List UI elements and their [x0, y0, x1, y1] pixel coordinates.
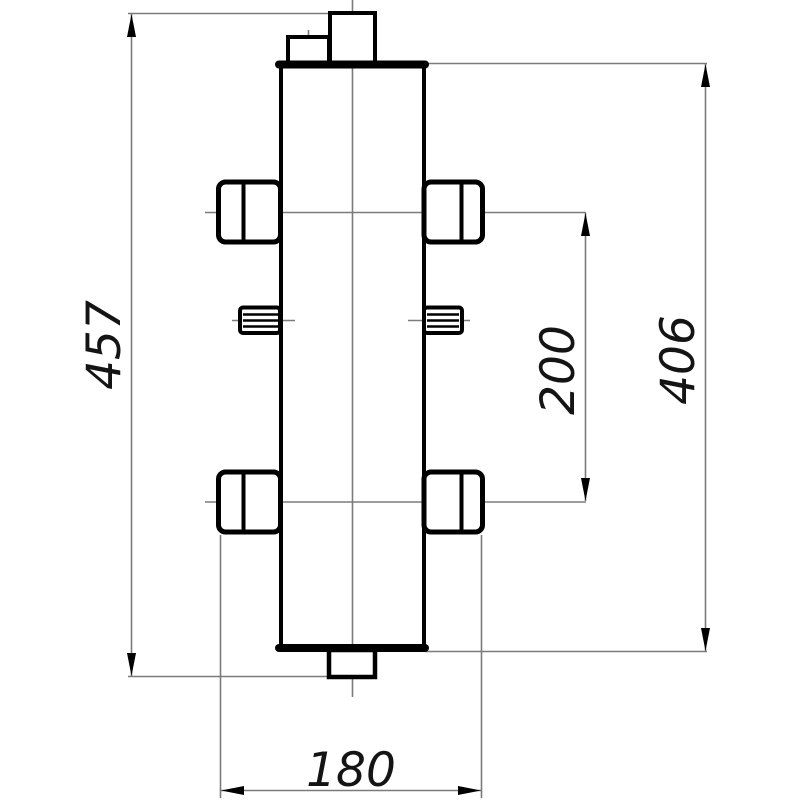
- dimension-label-406: 406: [651, 315, 706, 405]
- arrowhead-right-180: [458, 786, 481, 795]
- dimension-overall-height-457: 457: [77, 14, 136, 676]
- arrowhead-up-200: [581, 213, 590, 236]
- port-mid-left-threaded: [238, 305, 282, 335]
- port-lower-left-body: [216, 469, 283, 535]
- dimension-body-height-406: 406: [651, 64, 710, 651]
- port-mid-right-threaded: [422, 305, 464, 335]
- bottom-connection: [326, 647, 378, 680]
- port-lower-right-body: [421, 469, 485, 535]
- centerlines: [205, 0, 586, 697]
- arrowhead-down-406: [701, 628, 710, 651]
- dimension-overall-width-180: 180: [220, 743, 482, 798]
- vessel: [216, 11, 485, 680]
- vessel-body: [275, 60, 429, 652]
- dimension-port-spacing-200: 200: [531, 213, 590, 501]
- port-lower-right: [421, 469, 485, 535]
- dimension-label-200: 200: [531, 325, 586, 415]
- arrowhead-up-406: [701, 64, 710, 87]
- arrowhead-down-457: [127, 653, 136, 676]
- port-upper-right: [421, 179, 485, 245]
- port-lower-left: [216, 469, 283, 535]
- port-upper-left-body: [216, 179, 283, 245]
- top-connection-small: [286, 35, 331, 65]
- port-upper-right-body: [421, 179, 485, 245]
- dimension-label-180: 180: [306, 743, 396, 798]
- top-connection-large: [328, 11, 377, 65]
- extension-lines: [128, 12, 707, 798]
- arrowhead-left-180: [221, 786, 244, 795]
- arrowhead-down-200: [581, 478, 590, 501]
- arrowhead-up-457: [127, 14, 136, 37]
- dimension-label-457: 457: [77, 300, 132, 390]
- port-upper-left: [216, 179, 283, 245]
